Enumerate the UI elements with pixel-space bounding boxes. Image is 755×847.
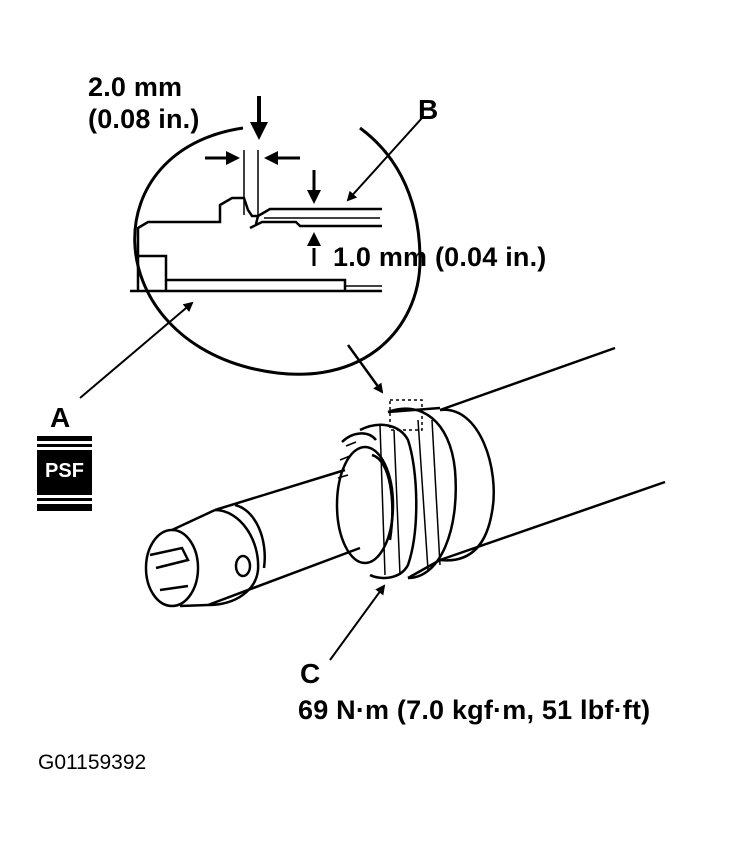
- gap-1mm-indicator: [307, 170, 321, 266]
- figure-id: G01159392: [38, 751, 147, 774]
- detail-circle-outline: [133, 126, 422, 376]
- driveshaft-outline: [144, 346, 666, 608]
- callout-b-leader: [346, 117, 423, 202]
- callout-a-label: A: [50, 402, 71, 433]
- callout-c-leader: [329, 584, 386, 661]
- callout-c-label: C: [300, 658, 321, 689]
- gap-2mm-label-line1: 2.0 mm: [88, 72, 183, 102]
- gap-2mm-indicator: [205, 96, 300, 215]
- badge-stripe-top: [37, 441, 92, 444]
- psf-badge-text: PSF: [45, 460, 84, 482]
- detail-leader-arrow: [346, 344, 384, 394]
- badge-stripe-top-2: [37, 447, 92, 450]
- detail-section: [130, 196, 382, 293]
- nut-teeth: [337, 441, 357, 479]
- badge-stripe-bottom-2: [37, 501, 92, 504]
- gap-2mm-label-line2: (0.08 in.): [88, 104, 200, 134]
- badge-stripe-bottom: [37, 495, 92, 498]
- callout-b-label: B: [418, 94, 439, 125]
- gap-1mm-label: 1.0 mm (0.04 in.): [333, 242, 547, 272]
- psf-badge: PSF: [37, 436, 92, 511]
- callout-a-leader: [79, 301, 194, 399]
- torque-spec-label: 69 N·m (7.0 kgf·m, 51 lbf·ft): [298, 695, 651, 725]
